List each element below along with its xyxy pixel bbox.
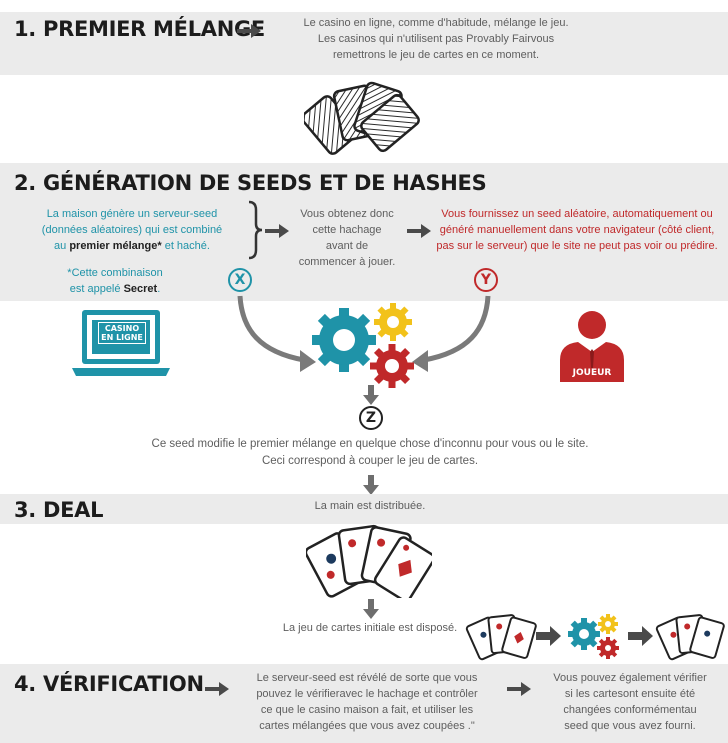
client-seed-text: Vous fournissez un seed aléatoire, autom… <box>436 208 718 252</box>
arrow-down-icon <box>363 475 379 495</box>
player-icon <box>560 311 624 382</box>
section2-title: 2. GÉNÉRATION DE SEEDS ET DE HASHES <box>14 171 487 195</box>
player-label: JOUEUR <box>572 368 612 378</box>
curly-brace-icon <box>248 200 263 260</box>
arrow-right-icon <box>237 24 261 38</box>
section1-description: Le casino en ligne, comme d'habitude, mé… <box>303 17 569 61</box>
marker-z: Z <box>359 406 383 430</box>
arrow-right-icon <box>265 224 289 238</box>
arrow-right-icon <box>205 682 229 696</box>
seed-result-text: Ce seed modifie le premier mélange en qu… <box>151 438 589 467</box>
arrow-down-icon <box>363 599 379 619</box>
arrow-down-icon <box>363 385 379 405</box>
hash-received-text: Vous obtenez donc cette hachage avant de… <box>298 208 396 268</box>
section1-title: 1. PREMIER MÉLANGE <box>14 17 265 41</box>
section1-band <box>0 12 728 75</box>
section3-band <box>0 494 728 524</box>
secret-note: *Cette combinaison est appelé Secret. <box>67 267 163 295</box>
dealt-cards-icon <box>306 524 432 598</box>
section4-title: 4. VÉRIFICATION <box>14 672 204 696</box>
arrow-right-icon <box>407 224 431 238</box>
laptop-icon <box>72 310 170 376</box>
section3-title: 3. DEAL <box>14 498 104 522</box>
initial-deck-text: La jeu de cartes initiale est disposé. <box>282 622 458 634</box>
arrow-right-icon <box>507 682 531 696</box>
laptop-screen-text: CASINO EN LIGNE <box>98 322 146 344</box>
section4-band <box>0 664 728 743</box>
hand-dealt-text: La main est distribuée. <box>314 500 426 512</box>
house-server-seed-text: La maison génère un serveur-seed (donnée… <box>41 208 223 252</box>
verification-flow-icons <box>465 614 725 661</box>
gears-icon <box>312 303 414 388</box>
verification-left-text: Le serveur-seed est révélé de sorte que … <box>256 672 478 732</box>
curved-arrows <box>237 295 491 372</box>
section2-band <box>0 163 728 301</box>
verification-right-text: Vous pouvez également vérifier si les ca… <box>553 672 707 732</box>
marker-y: Y <box>474 268 498 292</box>
marker-x: X <box>228 268 252 292</box>
card-deck-icon <box>304 81 420 155</box>
